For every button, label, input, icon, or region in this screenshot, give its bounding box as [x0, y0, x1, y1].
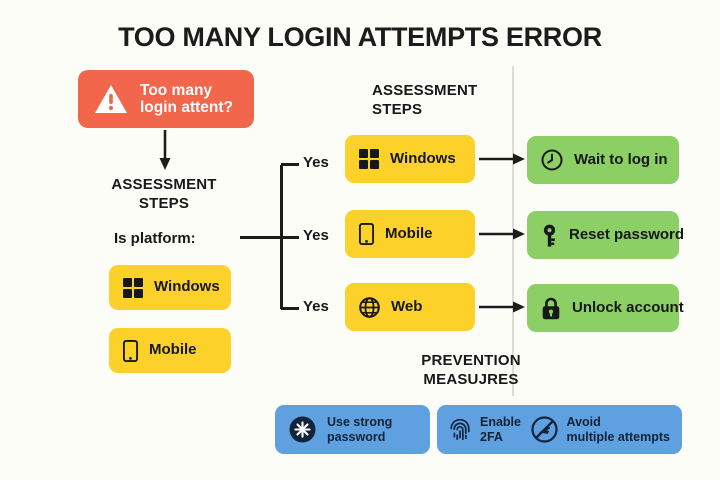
windows-icon	[123, 277, 143, 298]
middle-item-label: Web	[391, 297, 423, 315]
branch-yes-web: Yes	[303, 298, 329, 315]
arrow-windows-to-wait	[479, 153, 525, 165]
right-item-label: Unlock account	[572, 298, 684, 316]
right-item-reset[interactable]: Reset password	[527, 211, 684, 259]
arrow-mobile-to-reset	[479, 228, 525, 240]
mobile-phone-icon	[359, 223, 374, 245]
lock-icon	[541, 297, 561, 320]
middle-item-mobile[interactable]: Mobile	[345, 210, 475, 258]
branch-arm-top	[281, 163, 299, 166]
alert-box: Too many login attent?	[78, 70, 254, 128]
left-option-label: Windows	[154, 278, 220, 296]
key-icon	[541, 224, 558, 247]
left-assessment-heading: ASSESSMENT STEPS	[111, 176, 217, 212]
right-item-wait[interactable]: Wait to log in	[527, 136, 679, 184]
alert-text: Too many login attent?	[140, 81, 233, 116]
right-item-label: Wait to log in	[574, 150, 668, 168]
alert-to-assessment-arrow	[159, 130, 171, 170]
left-option-windows[interactable]: Windows	[109, 265, 231, 310]
middle-item-label: Windows	[390, 149, 456, 167]
platform-question: Is platform:	[114, 230, 196, 247]
left-option-label: Mobile	[149, 341, 197, 359]
no-attempts-icon	[530, 416, 558, 443]
fingerprint-icon	[449, 417, 471, 442]
middle-item-windows[interactable]: Windows	[345, 135, 475, 183]
arrow-web-to-unlock	[479, 301, 525, 313]
windows-icon	[359, 149, 379, 169]
left-option-mobile[interactable]: Mobile	[109, 328, 231, 373]
branch-arm-mid	[281, 236, 299, 239]
middle-assessment-heading: ASSESSMENT STEPS	[372, 82, 478, 118]
branch-yes-mobile: Yes	[303, 227, 329, 244]
right-item-label: Reset password	[569, 225, 685, 243]
prevention-heading: PREVENTION MEASUJRES	[421, 352, 521, 388]
asterisk-badge-icon	[289, 416, 316, 443]
globe-icon	[359, 296, 380, 318]
right-item-unlock[interactable]: Unlock account	[527, 284, 684, 332]
warning-triangle-icon	[94, 84, 128, 115]
branch-yes-windows: Yes	[303, 154, 329, 171]
branch-arm-bottom	[281, 307, 299, 310]
branch-stem	[240, 236, 282, 239]
mobile-phone-icon	[123, 339, 138, 362]
middle-item-web[interactable]: Web	[345, 283, 475, 331]
middle-item-label: Mobile	[385, 224, 433, 242]
clock-icon	[541, 149, 563, 171]
page-title: TOO MANY LOGIN ATTEMPTS ERROR	[118, 22, 602, 52]
